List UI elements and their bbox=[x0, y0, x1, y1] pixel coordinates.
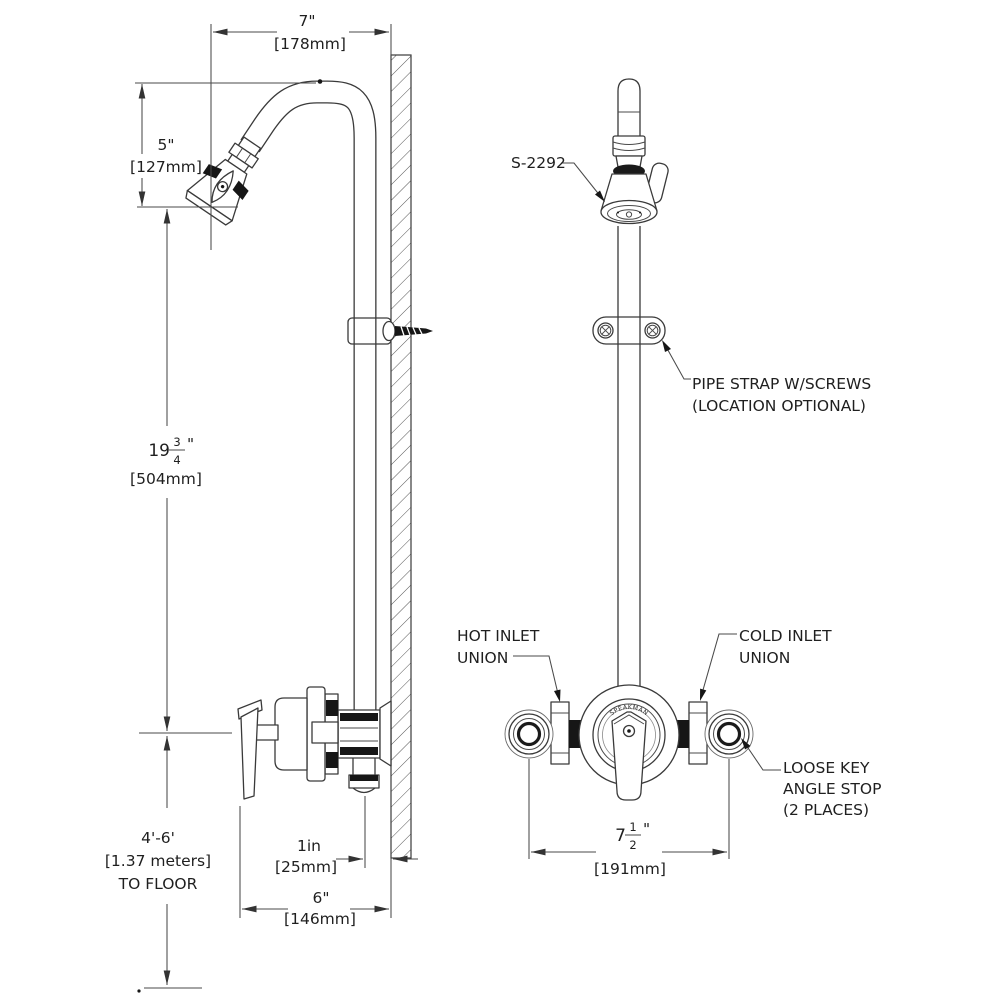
strap-screw-right bbox=[644, 322, 661, 339]
svg-text:19: 19 bbox=[148, 441, 170, 461]
label-cold-inlet-2: UNION bbox=[739, 649, 790, 667]
valve-lever bbox=[611, 711, 647, 801]
dim-spout-reach-metric: [178mm] bbox=[274, 35, 346, 53]
model-leader bbox=[561, 162, 602, 198]
svg-text:4: 4 bbox=[173, 453, 180, 467]
svg-text:1: 1 bbox=[629, 820, 636, 834]
wall-escutcheon-side bbox=[379, 700, 392, 767]
dim-head-drop-metric: [127mm] bbox=[130, 158, 202, 176]
label-model: S-2292 bbox=[511, 154, 566, 172]
wall-section bbox=[390, 54, 412, 859]
label-pipe-strap-1: PIPE STRAP W/SCREWS bbox=[692, 375, 871, 393]
shower-head-front bbox=[600, 135, 669, 225]
dimension-lines bbox=[135, 24, 730, 993]
mounting-screw bbox=[382, 320, 433, 342]
dim-pipe-to-wall-value: 1in bbox=[297, 837, 321, 855]
pipe-strap-front bbox=[592, 316, 666, 345]
pipe-strap-leader bbox=[663, 342, 691, 380]
svg-text:[504mm]: [504mm] bbox=[130, 470, 202, 488]
callout-leaders bbox=[513, 162, 781, 771]
valve-boss-side bbox=[311, 721, 339, 744]
hot-inlet-leader bbox=[513, 655, 560, 699]
svg-text:": " bbox=[187, 435, 194, 453]
mixing-valve-side bbox=[237, 686, 392, 800]
angle-stop-right bbox=[704, 709, 754, 759]
svg-text:2: 2 bbox=[629, 838, 636, 852]
shower-head-side bbox=[185, 136, 262, 226]
dim-valve-projection-metric: [146mm] bbox=[284, 910, 356, 928]
label-hot-inlet-2: UNION bbox=[457, 649, 508, 667]
svg-text:3: 3 bbox=[173, 435, 180, 449]
dim-floor-value: 4'-6' bbox=[141, 829, 175, 847]
dim-head-to-valve-text: 19 3 4 " [504mm] bbox=[130, 435, 202, 488]
valve-handle-side bbox=[240, 707, 259, 800]
svg-text:7: 7 bbox=[615, 826, 626, 846]
label-cold-inlet-1: COLD INLET bbox=[739, 627, 832, 645]
front-view bbox=[504, 78, 754, 801]
dim-head-drop-value: 5" bbox=[158, 136, 175, 154]
valve-outlet-drop bbox=[348, 758, 380, 794]
cold-coupling bbox=[677, 720, 689, 748]
angle-stop-leader bbox=[743, 741, 781, 771]
valve-body-side bbox=[274, 697, 308, 771]
label-angle-stop-1: LOOSE KEY bbox=[783, 759, 870, 777]
dim-valve-projection-value: 6" bbox=[313, 889, 330, 907]
cold-inlet-leader bbox=[700, 633, 737, 698]
svg-text:[191mm]: [191mm] bbox=[594, 860, 666, 878]
dim-pipe-to-wall-metric: [25mm] bbox=[275, 858, 337, 876]
dim-floor-metric: [1.37 meters] bbox=[105, 852, 211, 870]
angle-stop-left bbox=[504, 709, 554, 759]
label-angle-stop-3: (2 PLACES) bbox=[783, 801, 869, 819]
dim-inlet-spread-text: 7 1 2 " [191mm] bbox=[594, 820, 666, 878]
label-pipe-strap-2: (LOCATION OPTIONAL) bbox=[692, 397, 866, 415]
svg-text:": " bbox=[643, 820, 650, 838]
label-angle-stop-2: ANGLE STOP bbox=[783, 780, 881, 798]
apex-dot bbox=[317, 79, 323, 84]
hot-coupling bbox=[569, 720, 581, 748]
dim-floor-note: TO FLOOR bbox=[118, 875, 198, 893]
dim-spout-reach-value: 7" bbox=[299, 12, 316, 30]
label-hot-inlet-1: HOT INLET bbox=[457, 627, 540, 645]
supply-pipe-front bbox=[617, 78, 641, 687]
strap-screw-left bbox=[597, 322, 614, 339]
shower-arm-pipe bbox=[240, 80, 377, 714]
side-view bbox=[185, 54, 433, 859]
handle-stem-side bbox=[255, 724, 279, 741]
handle-cap-side bbox=[237, 699, 263, 720]
mixing-valve-front bbox=[578, 684, 680, 801]
annotation-text: 7" [178mm] 5" [127mm] 19 3 4 " [504mm] 4… bbox=[105, 12, 882, 928]
